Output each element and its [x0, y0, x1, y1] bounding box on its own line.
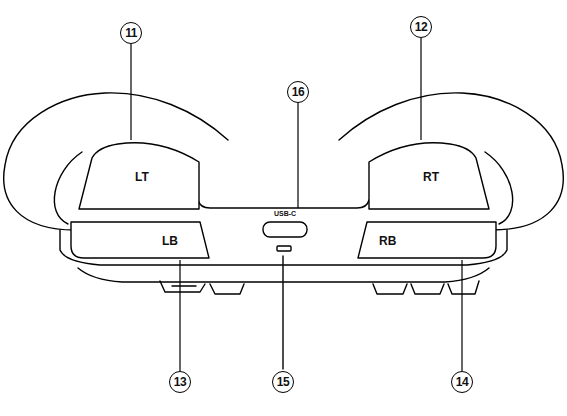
callout-label: 13	[174, 375, 186, 389]
callout-label: 14	[456, 375, 468, 389]
button-shape	[358, 222, 496, 258]
port-opening	[263, 222, 307, 237]
callout-number: 15	[272, 371, 294, 393]
callout-number: 12	[410, 16, 432, 38]
leader-line	[420, 38, 421, 140]
button-outline	[357, 220, 497, 260]
callout-label: 11	[125, 26, 137, 40]
leader-line	[297, 103, 298, 208]
button-shape	[79, 143, 199, 209]
callout-label: 16	[292, 85, 304, 99]
trigger-button: LT	[78, 140, 200, 210]
leader-line	[461, 260, 462, 371]
callout-label: 15	[277, 375, 289, 389]
button-label: LT	[135, 170, 149, 184]
callout-number: 13	[169, 371, 191, 393]
callout-label: 12	[415, 20, 427, 34]
button-label: RT	[423, 170, 439, 184]
callout-number: 11	[120, 22, 142, 44]
right-grip	[284, 93, 563, 294]
port-label: USB-C	[274, 208, 296, 220]
button-shape	[369, 143, 489, 209]
bumper-button: LB	[70, 220, 210, 260]
left-grip	[4, 93, 283, 294]
button-outline	[70, 220, 210, 260]
button-label: RB	[379, 234, 396, 248]
leader-line	[130, 44, 131, 140]
bumper-button: RB	[357, 220, 497, 260]
body-edge	[198, 200, 369, 208]
usb-c-port: USB-C	[258, 208, 312, 242]
callout-number: 16	[287, 81, 309, 103]
trigger-button: RT	[368, 140, 490, 210]
button-label: LB	[162, 234, 178, 248]
leader-line	[179, 260, 180, 371]
callout-number: 14	[451, 371, 473, 393]
button-shape	[71, 222, 209, 258]
leader-line	[282, 256, 283, 369]
led-indicator	[277, 246, 291, 251]
